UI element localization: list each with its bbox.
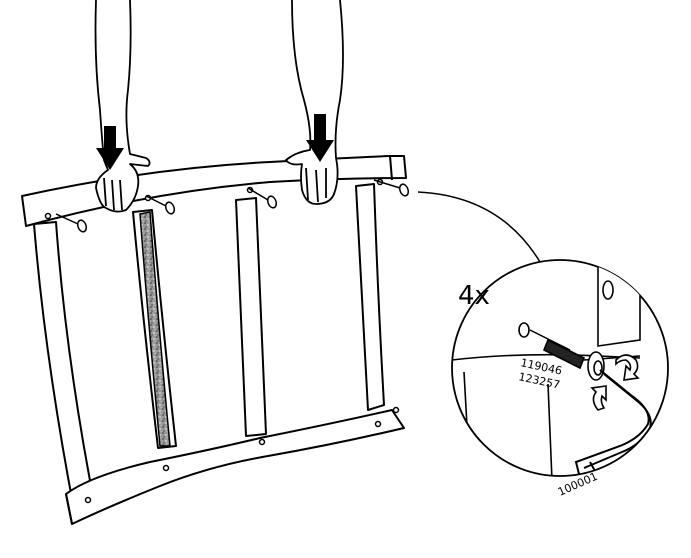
quantity-label: 4x — [458, 281, 490, 311]
rotate-clockwise-icon — [590, 354, 640, 411]
bolt-icon — [542, 338, 586, 370]
down-arrow-icon — [306, 114, 334, 162]
right-side-rail — [355, 183, 385, 411]
left-side-rail — [33, 221, 97, 521]
bolt-icon — [145, 195, 176, 215]
bolt-icon — [373, 179, 410, 197]
bottom-rail — [65, 409, 405, 525]
down-arrow-icon — [96, 126, 124, 170]
bolt-icon — [55, 213, 88, 233]
callout-leader — [417, 191, 541, 263]
slat-2 — [235, 197, 267, 437]
detail-callout: 4x 119046 123257 100001 — [417, 191, 669, 499]
top-rail — [21, 155, 407, 227]
bolts — [55, 179, 410, 233]
slat-insert — [139, 211, 171, 447]
bolt-icon — [247, 187, 278, 209]
right-hand — [285, 0, 344, 205]
frame — [21, 155, 407, 525]
